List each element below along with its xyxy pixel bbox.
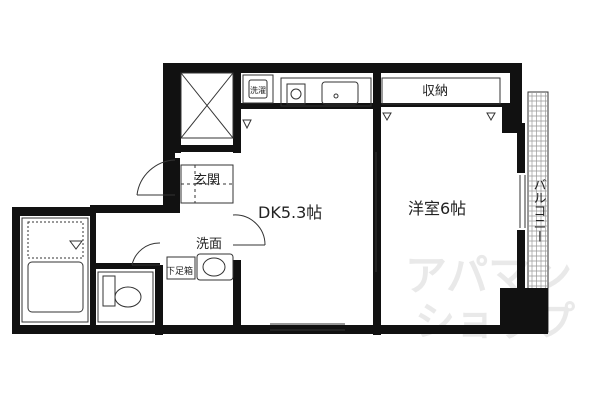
room-label-washroom: 洗面	[196, 237, 222, 252]
room-label-entrance: 玄関	[194, 173, 220, 188]
room-label-shoe-box: 下足箱	[166, 265, 193, 277]
room-label-dk: DK5.3帖	[258, 203, 322, 222]
interior-lines	[21, 72, 526, 331]
room-label-balcony: バルコニー	[531, 178, 547, 243]
watermark-text-2: ショップ	[415, 299, 575, 345]
room-label-storage: 収納	[422, 84, 448, 99]
room-label-western: 洋室6帖	[408, 199, 466, 218]
room-labels: DK5.3帖 洋室6帖 収納 玄関 洗面 下足箱 洗濯 バルコニー	[166, 84, 546, 277]
room-label-laundry: 洗濯	[250, 85, 266, 95]
